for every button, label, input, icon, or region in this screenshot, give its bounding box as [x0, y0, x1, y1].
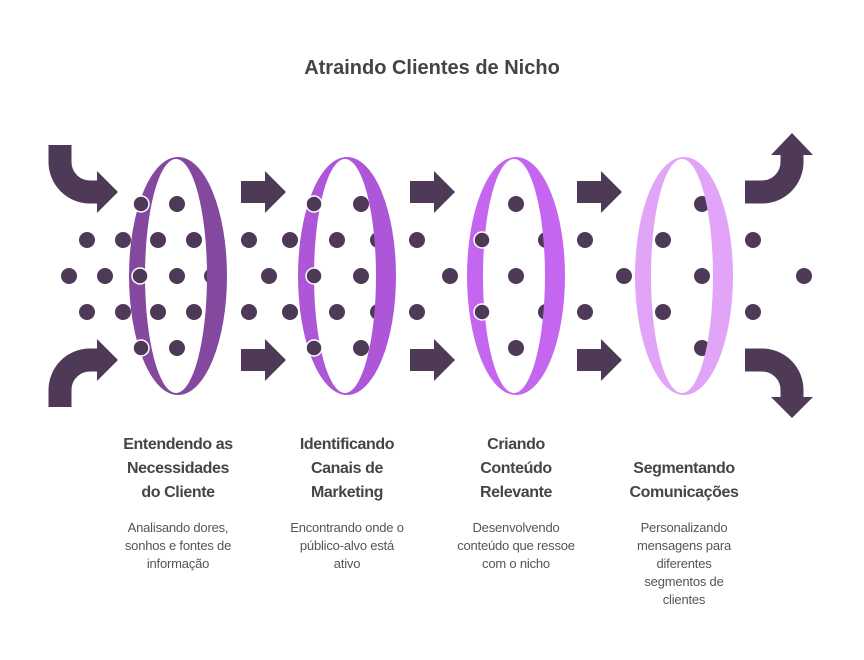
particle-dot	[79, 304, 95, 320]
stage-description-line: Analisando dores,	[128, 520, 229, 535]
particle-dot	[169, 268, 185, 284]
particle-dot	[796, 268, 812, 284]
stage-description-line: ativo	[334, 556, 360, 571]
particle-dot	[409, 232, 425, 248]
right-arrow-icon	[241, 339, 286, 381]
particle-dot	[61, 268, 77, 284]
particle-dot-on-ring	[132, 339, 150, 357]
right-arrow-icon	[241, 171, 286, 213]
stage-description-line: clientes	[663, 592, 706, 607]
stage-heading-line: Entendendo as	[123, 436, 233, 453]
particle-dot	[353, 196, 369, 212]
stage-heading-line: Canais de	[311, 460, 383, 477]
stage-description-line: conteúdo que ressoe	[457, 538, 575, 553]
stage-description-line: sonhos e fontes de	[125, 538, 231, 553]
particle-dot	[409, 304, 425, 320]
particle-dot-on-ring	[305, 267, 323, 285]
particle-dot	[261, 268, 277, 284]
curved-arrow-in-top-icon	[48, 145, 118, 213]
particle-dot-on-ring	[305, 195, 323, 213]
filter-ring-4	[635, 157, 733, 395]
filter-ring-2	[298, 157, 396, 395]
particle-dot	[353, 268, 369, 284]
stage-description-line: público-alvo está	[300, 538, 395, 553]
curved-arrow-out-top-icon	[745, 133, 813, 204]
stage-1: Entendendo as Necessidades do ClienteAnali…	[123, 436, 233, 571]
particle-dot-on-ring	[473, 231, 491, 249]
stage-description-line: Encontrando onde o	[290, 520, 404, 535]
stage-heading-line: Relevante	[480, 484, 552, 501]
stage-description-line: diferentes	[656, 556, 712, 571]
stage-heading-line: Identificando	[300, 436, 395, 453]
stage-description-line: Desenvolvendo	[472, 520, 559, 535]
particle-dot-on-ring	[305, 339, 323, 357]
particle-dot	[115, 232, 131, 248]
particle-dot	[97, 268, 113, 284]
particle-dot	[150, 304, 166, 320]
particle-dot	[353, 340, 369, 356]
particle-dot	[655, 232, 671, 248]
particle-dot	[329, 304, 345, 320]
curved-arrow-out-bottom-icon	[745, 348, 813, 418]
particle-dot	[508, 268, 524, 284]
particle-dot	[508, 196, 524, 212]
particle-dot	[150, 232, 166, 248]
particle-dot	[241, 304, 257, 320]
particle-dot	[79, 232, 95, 248]
particle-dot	[115, 304, 131, 320]
stage-heading-line: Conteúdo	[480, 460, 552, 477]
particle-dot	[694, 268, 710, 284]
stage-description-line: com o nicho	[482, 556, 550, 571]
particle-dot	[169, 340, 185, 356]
stage-heading-line: Segmentando	[633, 460, 735, 477]
particle-dot-on-ring	[131, 267, 149, 285]
right-arrow-icon	[410, 171, 455, 213]
filter-ring-1	[129, 156, 228, 396]
particle-dot	[577, 232, 593, 248]
particle-dot	[282, 232, 298, 248]
stage-heading-line: Criando	[487, 436, 545, 453]
particle-dot	[577, 304, 593, 320]
stage-description-line: mensagens para	[637, 538, 732, 553]
particle-dot	[442, 268, 458, 284]
particle-dot	[169, 196, 185, 212]
stage-description-line: segmentos de	[644, 574, 723, 589]
stage-description-line: informação	[147, 556, 209, 571]
filter-ring-3	[467, 157, 565, 395]
particle-dot	[745, 232, 761, 248]
right-arrow-icon	[410, 339, 455, 381]
particle-dot	[508, 340, 524, 356]
right-arrow-icon	[577, 171, 622, 213]
particle-dot-on-ring	[473, 303, 491, 321]
right-arrow-icon	[577, 339, 622, 381]
particle-dot	[186, 304, 202, 320]
particle-dot	[329, 232, 345, 248]
stage-heading-line: do Cliente	[141, 484, 215, 501]
particle-dot-on-ring	[132, 195, 150, 213]
stage-heading-line: Necessidades	[127, 460, 229, 477]
particle-dot	[241, 232, 257, 248]
diagram-title: Atraindo Clientes de Nicho	[304, 57, 560, 79]
stage-heading-line: Comunicações	[629, 484, 739, 501]
particle-dot	[282, 304, 298, 320]
stage-description-line: Personalizando	[641, 520, 728, 535]
particle-dot	[186, 232, 202, 248]
particle-dot	[616, 268, 632, 284]
particle-dot	[655, 304, 671, 320]
curved-arrow-in-bottom-icon	[48, 339, 118, 407]
stage-heading-line: Marketing	[311, 484, 383, 501]
particle-dot	[745, 304, 761, 320]
